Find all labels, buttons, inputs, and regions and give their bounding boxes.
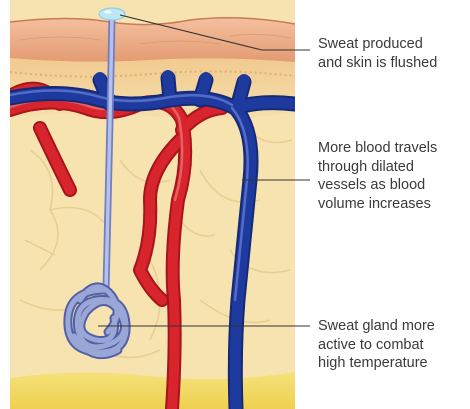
callout-blood-travels: More blood travels through dilated vesse… [318, 139, 470, 213]
callout-sweat-produced: Sweat produced and skin is flushed [318, 35, 470, 72]
callout-blood-travels-line-1: More blood travels [318, 139, 470, 158]
callout-sweat-gland-line-3: high temperature [318, 354, 470, 373]
callout-blood-travels-line-2: through dilated [318, 158, 470, 177]
callout-blood-travels-line-3: vessels as blood [318, 176, 470, 195]
callout-sweat-produced-line-2: and skin is flushed [318, 54, 470, 73]
callout-sweat-gland-line-1: Sweat gland more [318, 317, 470, 336]
deep-fat-band [10, 372, 295, 409]
sweat-droplet [99, 8, 125, 20]
callout-sweat-gland: Sweat gland more active to combat high t… [318, 317, 470, 373]
callout-sweat-gland-line-2: active to combat [318, 336, 470, 355]
callout-blood-travels-line-4: volume increases [318, 195, 470, 214]
callout-sweat-produced-line-1: Sweat produced [318, 35, 470, 54]
